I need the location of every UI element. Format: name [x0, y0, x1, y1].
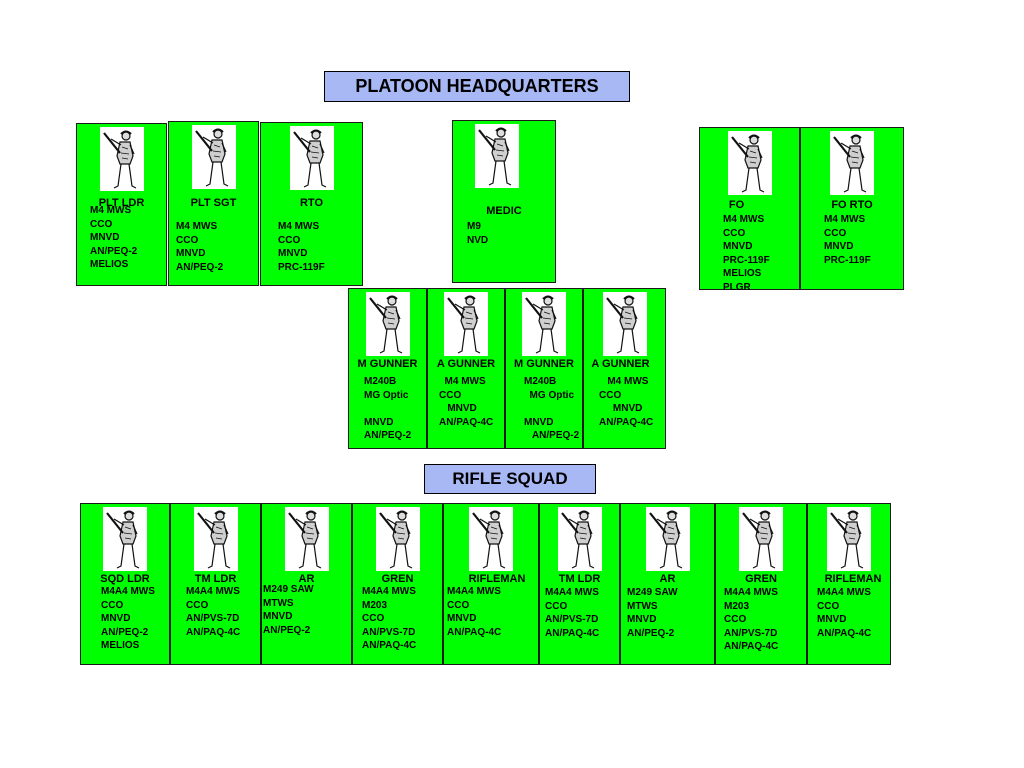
position-role: FO RTO [831, 199, 873, 211]
position-equipment: M4 MWS CCO MNVD PRC-119F [278, 221, 325, 273]
position-role: AR [659, 573, 676, 585]
position-equipment: M4 MWS CCO MNVD PRC-119F MELIOS PLGR [723, 214, 770, 293]
position-equipment: M4 MWS CCO MNVD AN/PAQ-4C [439, 376, 494, 428]
soldier-figure-icon [469, 507, 513, 571]
soldier-figure-icon [193, 507, 238, 571]
position-card-rifleman-1: RIFLEMAN M4A4 MWS CCO MNVD AN/PAQ-4C [443, 503, 539, 665]
soldier-figure-icon [739, 507, 783, 571]
soldier-figure-icon [365, 292, 410, 356]
position-role: FO [728, 199, 745, 211]
position-role: A GUNNER [436, 358, 496, 370]
soldier-figure-icon [284, 507, 329, 571]
position-role: RIFLEMAN [824, 573, 882, 585]
position-equipment: M9 NVD [467, 221, 489, 246]
position-equipment: M4A4 MWS CCO MNVD AN/PEQ-2 MELIOS [101, 586, 155, 651]
position-card-rto: RTO M4 MWS CCO MNVD PRC-119F [260, 122, 363, 286]
position-equipment: M240B MG Optic MNVD AN/PEQ-2 [364, 376, 412, 441]
position-equipment: M4A4 MWS CCO MNVD AN/PAQ-4C [447, 586, 502, 638]
rifle-squad-title: RIFLE SQUAD [424, 464, 596, 494]
position-card-ar-1: AR M249 SAW MTWS MNVD AN/PEQ-2 [261, 503, 352, 665]
position-role: TM LDR [194, 573, 237, 585]
position-card-sqd-ldr: SQD LDR M4A4 MWS CCO MNVD AN/PEQ-2 MELIO… [80, 503, 170, 665]
position-role: A GUNNER [591, 358, 650, 370]
position-card-gren-1: GREN M4A4 MWS M203 CCO AN/PVS-7D AN/PAQ-… [352, 503, 443, 665]
position-equipment: M4 MWS CCO MNVD PRC-119F [824, 214, 871, 266]
position-role: PLT SGT [190, 197, 237, 209]
position-role: GREN [381, 573, 414, 585]
position-role: SQD LDR [100, 573, 150, 585]
position-equipment: M4A4 MWS M203 CCO AN/PVS-7D AN/PAQ-4C [362, 586, 417, 651]
position-role: M GUNNER [357, 358, 418, 370]
position-card-rifleman-2: RIFLEMAN M4A4 MWS CCO MNVD AN/PAQ-4C [807, 503, 891, 665]
platoon-headquarters-title: PLATOON HEADQUARTERS [324, 71, 630, 102]
soldier-figure-icon [830, 131, 874, 195]
soldier-figure-icon [191, 125, 236, 189]
position-card-fo-rto: FO RTO M4 MWS CCO MNVD PRC-119F [800, 127, 904, 290]
position-card-m-gunner-1: M GUNNER M240B MG Optic MNVD AN/PEQ-2 [348, 288, 427, 449]
position-equipment: M4 MWS CCO MNVD AN/PAQ-4C [599, 376, 654, 428]
position-role: M GUNNER [514, 358, 574, 370]
position-card-a-gunner-2: A GUNNER M4 MWS CCO MNVD AN/PAQ-4C [583, 288, 666, 449]
position-role: TM LDR [558, 573, 601, 585]
position-role: PLT LDR [98, 197, 145, 209]
position-equipment: M240B MG Optic MNVD AN/PEQ-2 [524, 376, 580, 441]
soldier-figure-icon [475, 124, 519, 188]
position-equipment: M4 MWS CCO MNVD AN/PEQ-2 [176, 221, 224, 273]
position-card-tm-ldr-2: TM LDR M4A4 MWS CCO AN/PVS-7D AN/PAQ-4C [539, 503, 620, 665]
position-card-plt-sgt: PLT SGT M4 MWS CCO MNVD AN/PEQ-2 [168, 121, 259, 286]
soldier-figure-icon [522, 292, 566, 356]
soldier-figure-icon [727, 131, 772, 195]
soldier-figure-icon [827, 507, 871, 571]
position-card-medic: MEDIC M9 NVD [452, 120, 556, 283]
position-equipment: M249 SAW MTWS MNVD AN/PEQ-2 [263, 584, 314, 636]
position-equipment: M4A4 MWS CCO AN/PVS-7D AN/PAQ-4C [545, 587, 600, 639]
soldier-figure-icon [645, 507, 690, 571]
position-card-fo: FO M4 MWS CCO MNVD PRC-119F MELIOS PLGR [699, 127, 800, 293]
soldier-figure-icon [289, 126, 334, 190]
position-card-plt-ldr: PLT LDR M4 MWS CCO MNVD AN/PEQ-2 MELIOS [76, 123, 167, 286]
soldier-figure-icon [602, 292, 647, 356]
position-equipment: M4A4 MWS M203 CCO AN/PVS-7D AN/PAQ-4C [724, 587, 779, 652]
position-role: GREN [745, 573, 777, 585]
position-equipment: M4A4 MWS CCO MNVD AN/PAQ-4C [817, 587, 872, 639]
position-card-ar-2: AR M249 SAW MTWS MNVD AN/PEQ-2 [620, 503, 715, 665]
soldier-figure-icon [557, 507, 602, 571]
position-role: RIFLEMAN [468, 573, 526, 585]
soldier-figure-icon [375, 507, 420, 571]
position-role: AR [298, 573, 315, 585]
position-equipment: M249 SAW MTWS MNVD AN/PEQ-2 [627, 587, 678, 639]
position-equipment: M4 MWS CCO MNVD AN/PEQ-2 MELIOS [90, 205, 138, 270]
position-equipment: M4A4 MWS CCO AN/PVS-7D AN/PAQ-4C [186, 586, 241, 638]
position-card-a-gunner-1: A GUNNER M4 MWS CCO MNVD AN/PAQ-4C [427, 288, 505, 449]
position-role: RTO [299, 197, 324, 209]
position-role: MEDIC [486, 205, 522, 217]
soldier-figure-icon [99, 127, 144, 191]
position-card-tm-ldr-1: TM LDR M4A4 MWS CCO AN/PVS-7D AN/PAQ-4C [170, 503, 261, 665]
position-card-gren-2: GREN M4A4 MWS M203 CCO AN/PVS-7D AN/PAQ-… [715, 503, 807, 665]
soldier-figure-icon [444, 292, 488, 356]
soldier-figure-icon [103, 507, 147, 571]
position-card-m-gunner-2: M GUNNER M240B MG Optic MNVD AN/PEQ-2 [505, 288, 583, 449]
